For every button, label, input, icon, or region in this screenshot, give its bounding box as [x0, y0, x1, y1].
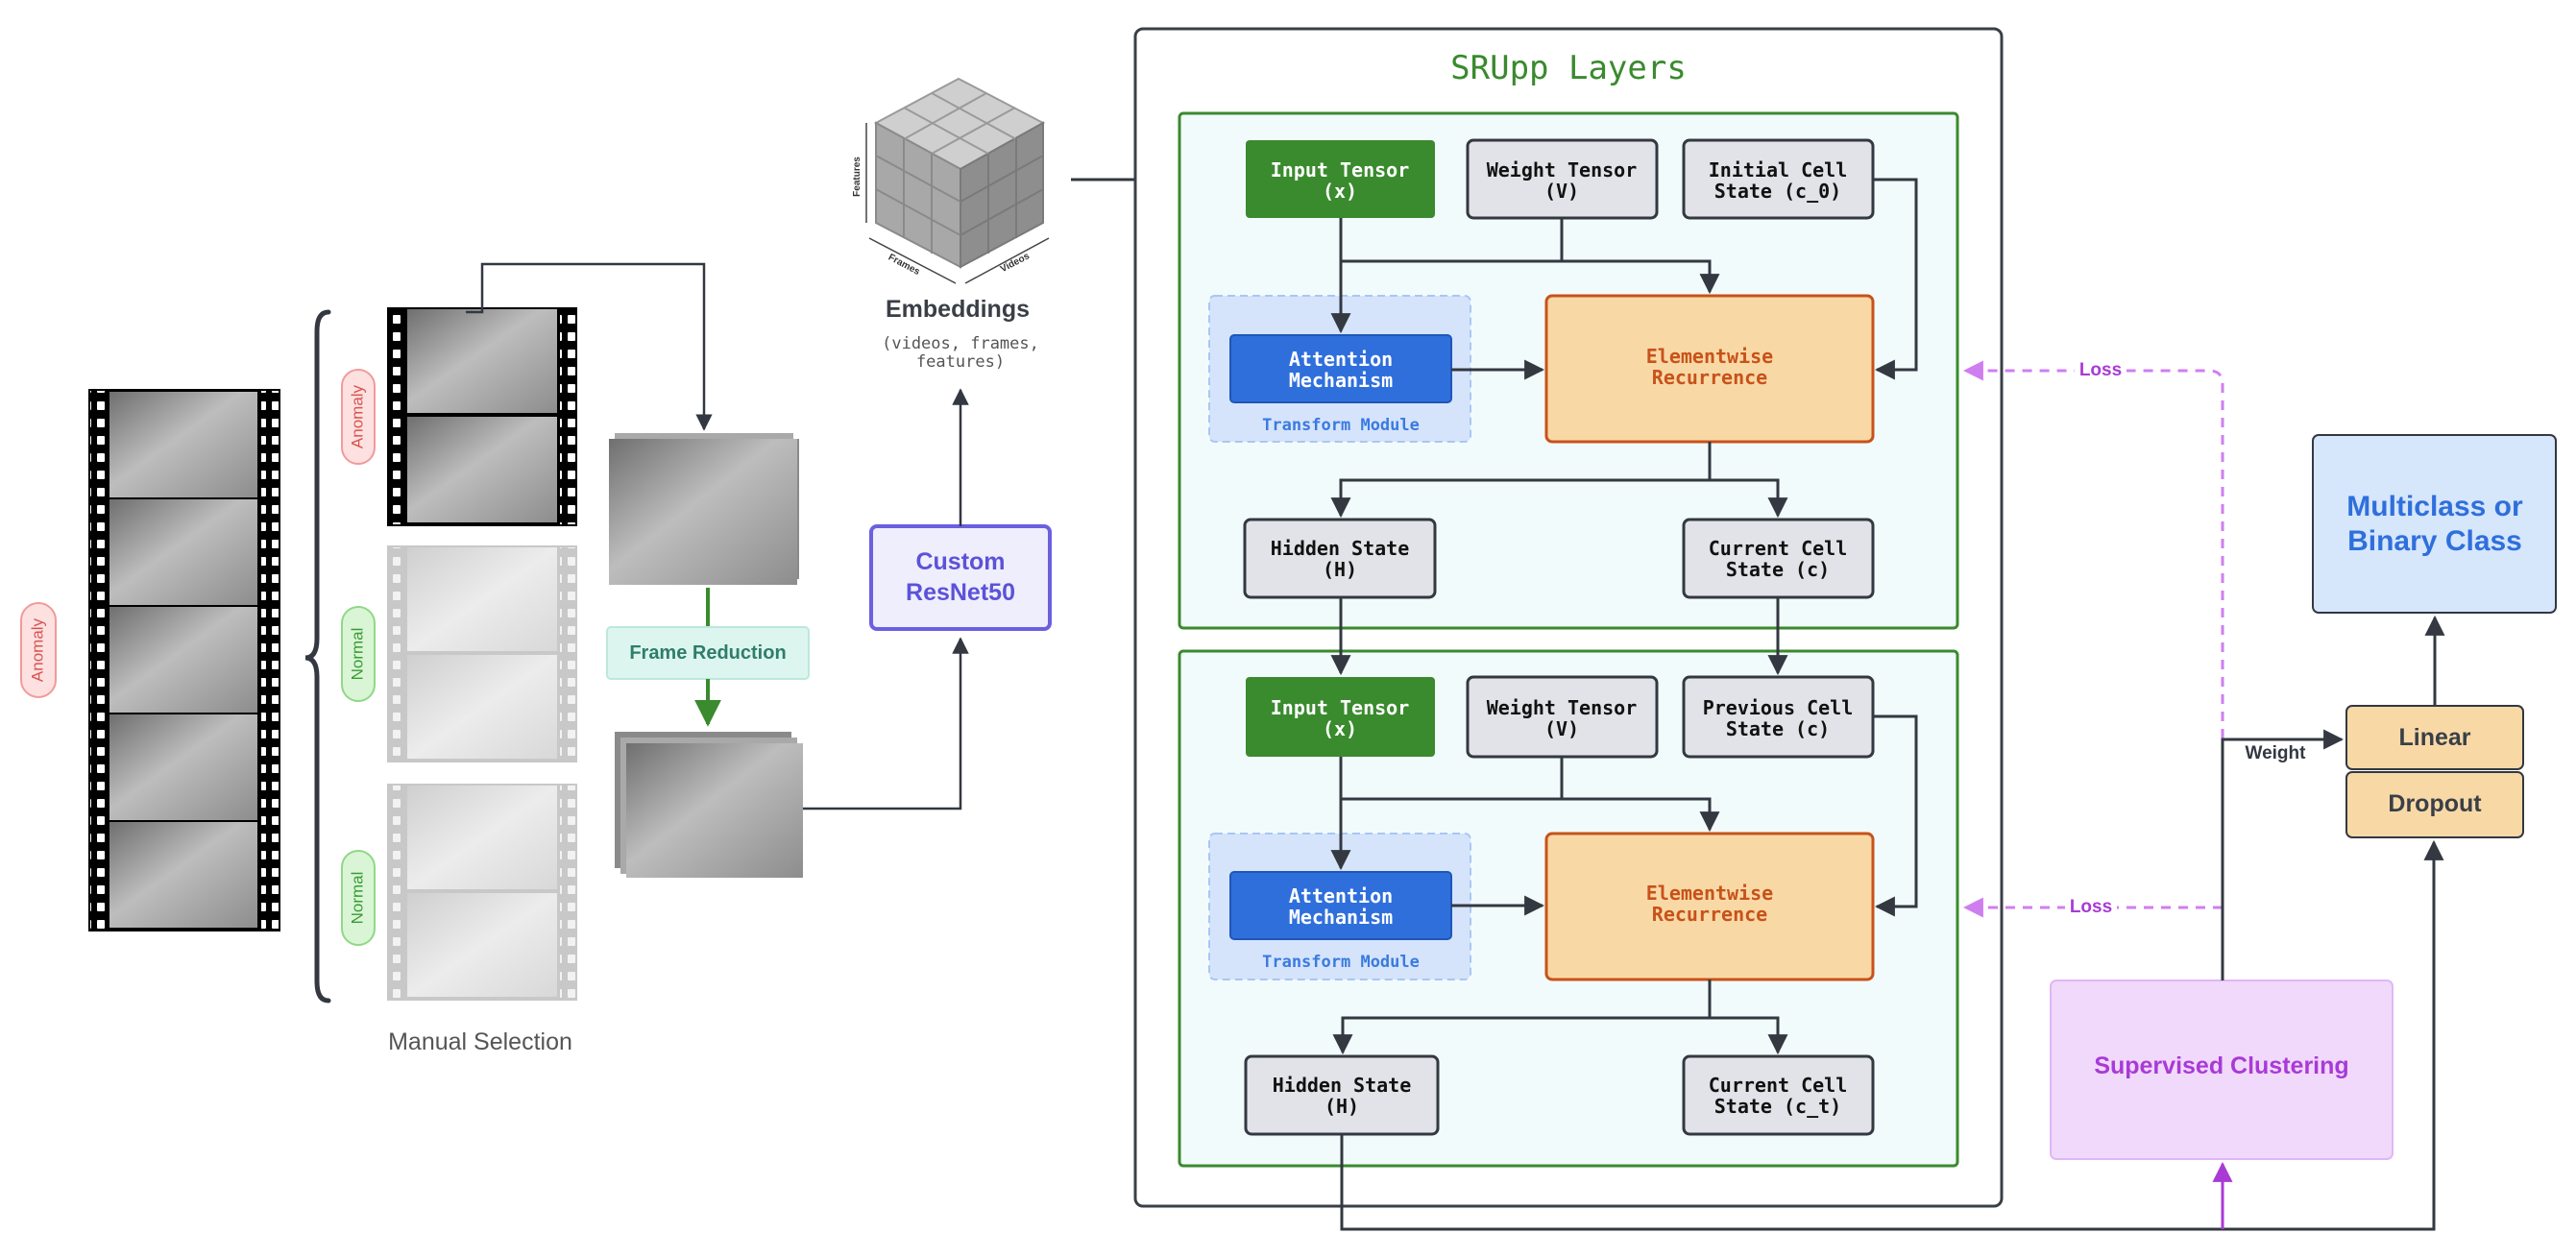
layer2-connectors	[1330, 714, 1918, 1055]
svg-text:Mechanism: Mechanism	[1289, 906, 1393, 929]
frame-stack-full	[609, 433, 799, 585]
svg-text:Normal: Normal	[348, 628, 366, 681]
svg-text:Anomaly: Anomaly	[348, 384, 366, 448]
selected-strip-normal-2	[387, 784, 577, 1001]
selected-strip-anomaly	[387, 307, 577, 526]
svg-text:(H): (H)	[1323, 558, 1357, 581]
initial-cell-state-box: Initial Cell State (c_0)	[1682, 138, 1875, 220]
input-tensor-box-1: Input Tensor (x)	[1246, 140, 1435, 218]
svg-text:Hidden State: Hidden State	[1271, 537, 1410, 560]
embeddings-dims-line2: features)	[916, 352, 1005, 372]
current-cell-state-box-2: Current Cell State (c_t)	[1682, 1054, 1875, 1136]
dropout-box: Dropout	[2345, 771, 2524, 838]
srupp-title: SRUpp Layers	[1450, 49, 1687, 87]
strip-to-frames-arrow	[466, 262, 713, 431]
weight-label: Weight	[2246, 743, 2307, 763]
manual-selection-label: Manual Selection	[388, 1028, 572, 1055]
loss-label-1: Loss	[2075, 357, 2126, 382]
anomaly-tag-main: Anomaly	[20, 602, 57, 698]
svg-text:ResNet50: ResNet50	[906, 579, 1015, 606]
selection-brace	[304, 309, 331, 1004]
svg-text:Weight Tensor: Weight Tensor	[1487, 158, 1638, 181]
svg-text:Dropout: Dropout	[2388, 790, 2482, 817]
weight-tensor-box-2: Weight Tensor (V)	[1466, 675, 1659, 759]
embeddings-label: Embeddings	[886, 296, 1030, 323]
svg-text:Elementwise: Elementwise	[1646, 882, 1773, 905]
svg-text:Features: Features	[852, 157, 863, 197]
svg-text:State (c_0): State (c_0)	[1714, 180, 1841, 203]
svg-text:(x): (x)	[1323, 717, 1357, 740]
svg-text:Transform Module: Transform Module	[1262, 953, 1420, 972]
elementwise-recurrence-box-2: Elementwise Recurrence	[1544, 832, 1875, 981]
normal-tag-1: Normal	[341, 606, 376, 702]
resnet-box: Custom ResNet50	[869, 524, 1052, 631]
svg-text:Weight Tensor: Weight Tensor	[1487, 696, 1638, 719]
svg-text:State (c): State (c)	[1726, 558, 1830, 581]
frame-reduction-label-box: Frame Reduction	[606, 626, 810, 680]
svg-text:Normal: Normal	[348, 872, 366, 925]
svg-text:State (c_t): State (c_t)	[1714, 1095, 1841, 1118]
svg-text:Attention: Attention	[1289, 348, 1393, 371]
layer1-connectors	[1330, 178, 1918, 519]
svg-text:Initial Cell: Initial Cell	[1709, 158, 1848, 181]
output-class-box: Multiclass or Binary Class	[2312, 434, 2557, 614]
embeddings-cube-icon: Features Frames Videos	[852, 77, 1050, 284]
svg-text:Current Cell: Current Cell	[1709, 537, 1848, 560]
hidden-to-dropout-bus	[1340, 839, 2444, 1231]
svg-text:(x): (x)	[1323, 180, 1357, 203]
svg-text:(H): (H)	[1324, 1095, 1359, 1118]
svg-text:Input Tensor: Input Tensor	[1271, 158, 1410, 181]
svg-text:Mechanism: Mechanism	[1289, 369, 1393, 392]
svg-text:Current Cell: Current Cell	[1709, 1074, 1848, 1097]
elementwise-recurrence-box-1: Elementwise Recurrence	[1544, 294, 1875, 444]
svg-text:Hidden State: Hidden State	[1273, 1074, 1412, 1097]
svg-text:Linear: Linear	[2398, 724, 2470, 751]
svg-text:Recurrence: Recurrence	[1652, 903, 1767, 926]
svg-text:(V): (V)	[1544, 717, 1579, 740]
svg-text:Previous Cell: Previous Cell	[1703, 696, 1854, 719]
anomaly-tag-selected: Anomaly	[341, 369, 376, 465]
source-film-strip	[88, 389, 280, 931]
embeddings-dims-line1: (videos, frames,	[882, 334, 1039, 353]
svg-text:Videos: Videos	[999, 251, 1032, 275]
svg-text:Custom: Custom	[915, 548, 1005, 575]
supervised-clustering-box: Supervised Clustering	[2050, 980, 2394, 1160]
hidden-state-box-1: Hidden State (H)	[1243, 518, 1437, 599]
frame-stack-reduced	[615, 732, 803, 878]
svg-text:Loss: Loss	[2070, 897, 2112, 917]
svg-text:State (c): State (c)	[1726, 717, 1830, 740]
svg-text:Loss: Loss	[2079, 360, 2122, 380]
svg-text:Multiclass or: Multiclass or	[2346, 491, 2523, 522]
inter-layer-connectors	[1330, 597, 1788, 676]
svg-text:Anomaly: Anomaly	[28, 617, 46, 682]
hidden-state-box-2: Hidden State (H)	[1244, 1054, 1440, 1136]
svg-text:Supervised Clustering: Supervised Clustering	[2094, 1052, 2348, 1079]
svg-text:(V): (V)	[1544, 180, 1579, 203]
svg-text:Binary Class: Binary Class	[2347, 525, 2522, 557]
weight-arrow	[2221, 729, 2345, 980]
svg-text:Transform Module: Transform Module	[1262, 416, 1420, 435]
svg-text:Elementwise: Elementwise	[1646, 345, 1773, 368]
loss-line-layer1	[1962, 360, 2224, 980]
loss-label-2: Loss	[2065, 894, 2117, 919]
svg-text:Input Tensor: Input Tensor	[1271, 696, 1410, 719]
linear-box: Linear	[2345, 705, 2524, 770]
svg-text:Attention: Attention	[1289, 884, 1393, 907]
normal-tag-2: Normal	[341, 850, 376, 946]
selected-strip-normal-1	[387, 545, 577, 762]
svg-text:Recurrence: Recurrence	[1652, 366, 1767, 389]
previous-cell-state-box: Previous Cell State (c)	[1682, 675, 1875, 759]
transform-module-1: Attention Mechanism Transform Module	[1208, 295, 1471, 443]
svg-text:Frame Reduction: Frame Reduction	[629, 642, 786, 664]
input-tensor-box-2: Input Tensor (x)	[1246, 677, 1435, 757]
transform-module-2: Attention Mechanism Transform Module	[1208, 833, 1471, 980]
frames-to-resnet-arrow	[803, 637, 969, 810]
current-cell-state-box-1: Current Cell State (c)	[1682, 518, 1875, 599]
weight-tensor-box-1: Weight Tensor (V)	[1466, 138, 1659, 220]
